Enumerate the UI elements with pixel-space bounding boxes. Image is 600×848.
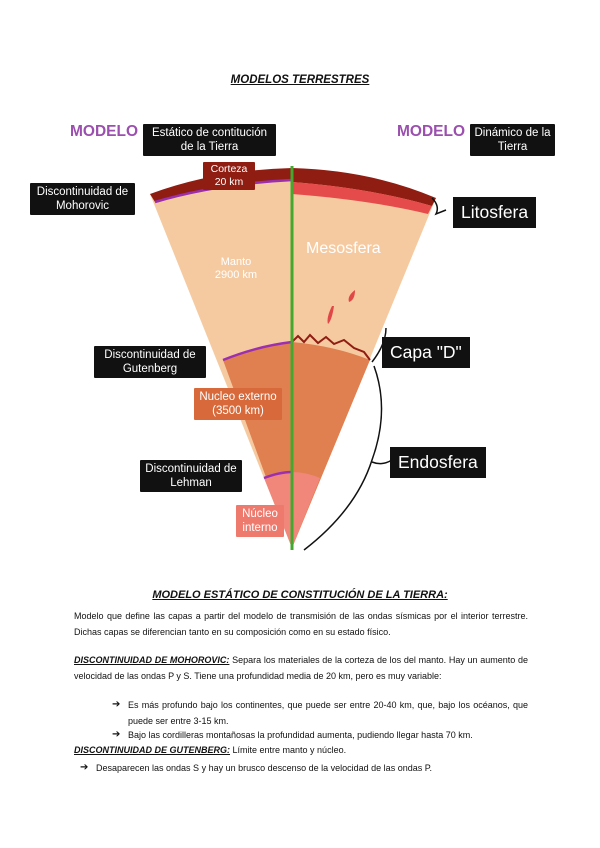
gutenberg-label: Discontinuidad de Gutenberg bbox=[94, 346, 206, 378]
section-title: MODELO ESTÁTICO DE CONSTITUCIÓN DE LA TI… bbox=[152, 589, 448, 601]
gutenberg-line bbox=[222, 340, 293, 362]
page-title: MODELOS TERRESTRES bbox=[230, 74, 370, 86]
gutenberg-term: DISCONTINUIDAD DE GUTENBERG: bbox=[74, 745, 231, 755]
mesosfera-label: Mesosfera bbox=[306, 240, 381, 257]
corteza-label: Corteza 20 km bbox=[203, 162, 255, 190]
bullet-arrow-icon: ➔ bbox=[112, 699, 121, 710]
mantle-plume bbox=[348, 290, 355, 302]
manto-label: Manto 2900 km bbox=[214, 256, 258, 281]
dynamic-model-label: Dinámico de la Tierra bbox=[470, 124, 555, 156]
lehman-line bbox=[263, 470, 293, 480]
moho-bullet-1: Es más profundo bajo los continentes, qu… bbox=[128, 700, 528, 726]
nucleo-interno-label: Núcleo interno bbox=[236, 505, 284, 537]
gutenberg-text: Límite entre manto y núcleo. bbox=[230, 745, 347, 755]
lithosphere-lower-layer bbox=[292, 182, 432, 214]
mohorovic-label: Discontinuidad de Mohorovic bbox=[30, 183, 135, 215]
static-model-title: MODELO bbox=[70, 123, 139, 140]
endosfera-label: Endosfera bbox=[390, 447, 486, 478]
endosfera-leader bbox=[371, 459, 393, 465]
mohorovic-paragraph: DISCONTINUIDAD DE MOHOROVIC: Separa los … bbox=[74, 652, 528, 684]
litosfera-label: Litosfera bbox=[453, 197, 537, 228]
litosfera-bracket bbox=[431, 197, 447, 216]
gutenberg-paragraph: DISCONTINUIDAD DE GUTENBERG: Límite entr… bbox=[74, 742, 528, 758]
endosfera-bracket bbox=[303, 365, 383, 551]
lithosphere-layer bbox=[292, 168, 436, 206]
static-model-label: Estático de contitución de la Tierra bbox=[143, 124, 276, 156]
moho-bullet-2: Bajo las cordilleras montañosas la profu… bbox=[128, 730, 473, 740]
intro-paragraph: Modelo que define las capas a partir del… bbox=[74, 611, 528, 637]
bullet-arrow-icon: ➔ bbox=[112, 729, 121, 740]
mohorovic-term: DISCONTINUIDAD DE MOHOROVIC: bbox=[74, 655, 230, 665]
mantle-plume bbox=[327, 306, 334, 324]
mohorovic-text: Separa los materiales de la corteza de l… bbox=[74, 655, 529, 681]
earth-layers-diagram bbox=[150, 166, 447, 551]
capa-d-boundary bbox=[291, 333, 371, 361]
nucleo-externo-label: Nucleo externo (3500 km) bbox=[194, 388, 282, 420]
gut-bullet-1: Desaparecen las ondas S y hay un brusco … bbox=[96, 763, 433, 773]
bullet-arrow-icon: ➔ bbox=[80, 762, 89, 773]
dynamic-model-title: MODELO bbox=[397, 123, 466, 140]
lehman-label: Discontinuidad de Lehman bbox=[140, 460, 242, 492]
capa-d-label: Capa "D" bbox=[382, 337, 470, 368]
